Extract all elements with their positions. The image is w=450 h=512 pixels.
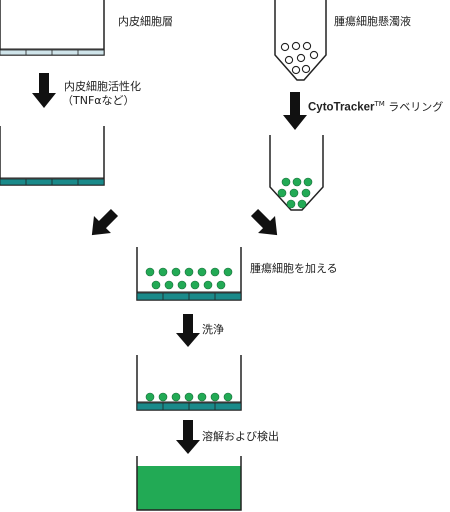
label-activation-line2: （TNFαなど） xyxy=(62,94,135,107)
label-activation-line1: 内皮細胞活性化 xyxy=(64,80,141,93)
label-tumor-suspension: 腫瘍細胞懸濁液 xyxy=(334,15,411,28)
label-cytotracker: CytoTrackerTM ラベリング xyxy=(308,98,443,115)
well-endothelial-resting xyxy=(0,0,105,56)
arrow-activation xyxy=(32,73,56,108)
label-endothelial-layer: 内皮細胞層 xyxy=(118,15,173,28)
unlabeled-tumor-cells xyxy=(280,41,319,75)
cytotracker-tm: TM xyxy=(374,100,385,108)
cytotracker-rest: ラベリング xyxy=(384,100,444,114)
adherent-tumor-cells xyxy=(145,392,233,402)
arrow-wash xyxy=(176,314,200,347)
arrow-lysis xyxy=(176,420,200,454)
suspended-tumor-cells xyxy=(145,267,233,290)
well-after-wash xyxy=(136,355,242,411)
tube-labeled-tumor xyxy=(269,135,324,211)
label-wash: 洗浄 xyxy=(202,323,224,336)
cytotracker-name: CytoTracker xyxy=(308,101,375,114)
well-lysed-detection xyxy=(136,456,242,511)
tube-tumor-suspension xyxy=(274,0,327,81)
well-tumor-added xyxy=(136,247,242,301)
label-add-tumor: 腫瘍細胞を加える xyxy=(250,262,338,275)
arrow-merge-left xyxy=(91,208,119,236)
arrow-merge-right xyxy=(250,208,278,236)
labeled-tumor-cells xyxy=(277,177,313,209)
label-lysis-detect: 溶解および検出 xyxy=(202,430,279,443)
arrow-labeling xyxy=(283,92,307,130)
well-endothelial-activated xyxy=(0,126,105,186)
